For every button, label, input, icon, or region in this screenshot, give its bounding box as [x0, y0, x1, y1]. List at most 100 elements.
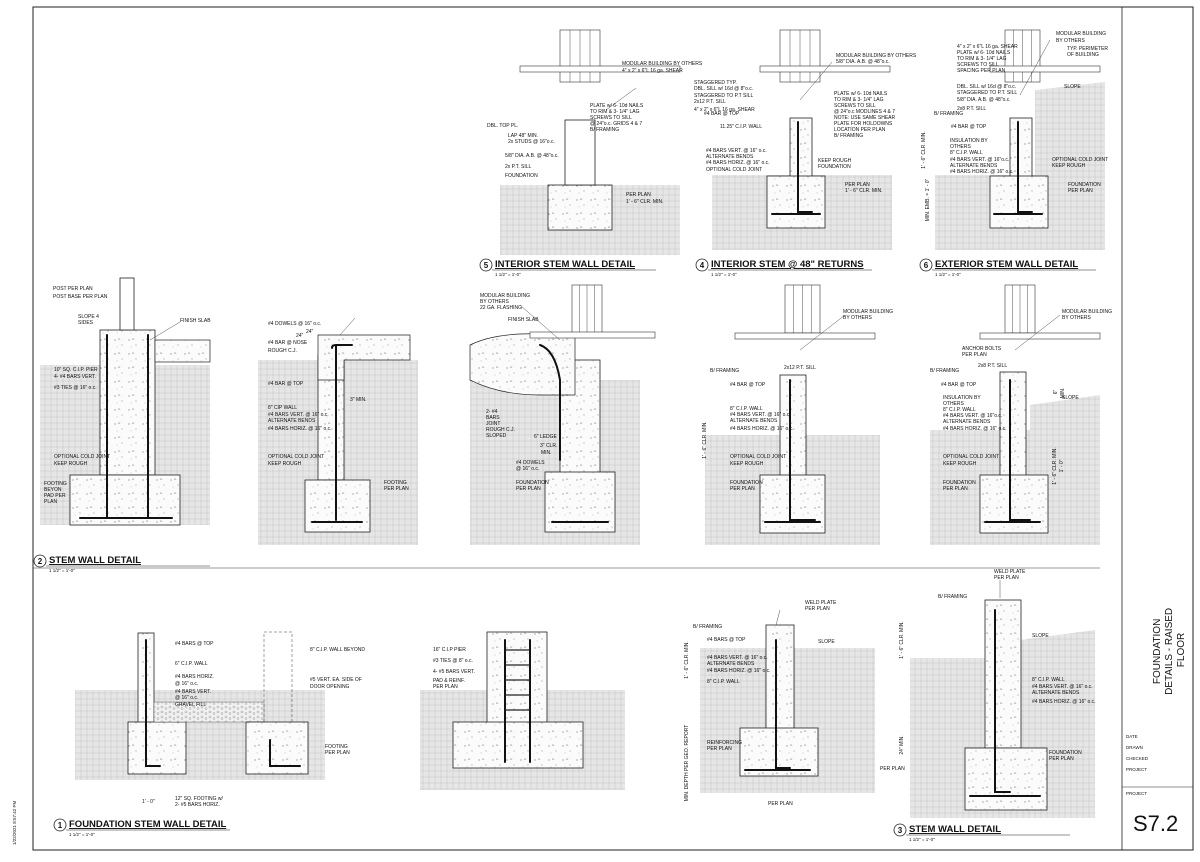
callout-label: PER PLAN — [1049, 756, 1074, 762]
rebar — [145, 639, 161, 767]
callout-label: PER PLAN — [325, 750, 350, 756]
callout-label: #5 VERT. EA. SIDE OF — [310, 677, 362, 683]
callout-label: @ 24"o.c MODLINES 4 & 7 — [834, 109, 895, 115]
sheet-title-line-2: DETAILS - RAISED — [1164, 608, 1175, 695]
callout-label: #4 BARS VERT. — [175, 689, 211, 695]
callout-label: PER PLAN — [768, 801, 793, 807]
detail-scale: 1 1/2" = 1'-0" — [711, 272, 737, 277]
callout-label: 2x12 P.T. SILL — [784, 365, 816, 371]
rebar — [789, 379, 816, 521]
callout-label: #4 BARS VERT. @ 16" o.c. — [1032, 684, 1093, 690]
floor-framing — [734, 332, 876, 340]
callout-label: LAP 48" MIN. — [508, 133, 538, 139]
callout-label: 24" — [306, 329, 314, 335]
callout-label: 5/8" DIA. A.B. @ 48"o.c. — [505, 153, 559, 159]
callout-label: 8" C.I.P. WALL — [707, 679, 740, 685]
callout-label: FOUNDATION — [505, 173, 538, 179]
tb-field-date: DATE — [1126, 734, 1138, 739]
callout-label: #4 BARS HORIZ. @ 16" o.c. — [943, 426, 1007, 432]
callout-label: WELD PLATE — [994, 569, 1026, 575]
callout-label: KEEP ROUGH — [943, 461, 977, 467]
callout-label: KEEP ROUGH — [730, 461, 764, 467]
callout-label: ALTERNATE BENDS — [730, 418, 778, 424]
callout-label: 4" x 2" x 6"L 16 ga. SHEAR — [622, 68, 683, 74]
callout-label: 6" — [1053, 390, 1059, 395]
callout-label: DBL. SILL w/ 16d @ 8"o.c. — [694, 86, 753, 92]
callout-label: 1' - 6" CLR. MIN. — [702, 421, 708, 458]
callout-label: PER PLAN — [994, 575, 1019, 581]
callout-label: PER PLAN — [626, 192, 651, 198]
leader-line — [1014, 314, 1061, 351]
callout-label: OTHERS — [943, 401, 965, 407]
callout-label: 4- #5 BARS VERT. — [433, 669, 475, 675]
leader-line — [519, 304, 561, 341]
callout-label: BY OTHERS — [1062, 315, 1091, 321]
callout-label: LOCATION PER PLAN — [834, 127, 886, 133]
detail-scale: 1 1/2" = 1'-0" — [69, 832, 95, 837]
callout-label: #4 BAR @ TOP — [268, 381, 304, 387]
callout-label: OPTIONAL COLD JOINT — [943, 454, 999, 460]
detail-scale: 1 1/2" = 1'-0" — [49, 568, 75, 573]
gravel-fill — [153, 701, 265, 723]
callout-label: #4 BARS HORIZ. @ 16" o.c. — [730, 426, 794, 432]
detail-number-bubble — [893, 823, 907, 837]
concrete-section — [99, 329, 156, 476]
callout-label: @ 24"o.c. GRIDS 4 & 7 — [590, 121, 642, 127]
callout-label: B/ FRAMING — [938, 594, 967, 600]
detail-number-bubble — [695, 258, 709, 272]
callout-label: 2x P.T. SILL — [505, 164, 532, 170]
callout-label: #4 BARS HORIZ. @ 16" o.c. — [1032, 699, 1096, 705]
callout-label: 1' - 6" CLR. MIN. — [684, 641, 690, 678]
callout-label: MODULAR BUILDING BY OTHERS — [836, 53, 917, 59]
callout-label: PER PLAN — [707, 746, 732, 752]
title-block: FOUNDATION DETAILS - RAISED FLOOR DATE D… — [12, 608, 1193, 845]
concrete-section — [452, 721, 584, 769]
callout-label: FOUNDATION — [818, 164, 851, 170]
callout-label: 8" CIP WALL — [268, 405, 297, 411]
callout-label: 1' - 0" — [142, 799, 155, 805]
callout-label: KEEP ROUGH — [54, 461, 88, 467]
callout-label: KEEP ROUGH — [268, 461, 302, 467]
plot-stamp: 1/22/2021 8:57:42 PM — [12, 800, 17, 845]
callout-label: MODULAR BUILDING — [480, 293, 530, 299]
callout-label: 2x8 P.T. SILL — [978, 363, 1007, 369]
callout-label: PER PLAN — [943, 486, 968, 492]
callout-label: OPTIONAL COLD JOINT — [268, 454, 324, 460]
callout-label: 24" MIN. — [899, 735, 905, 754]
finish-slab — [154, 339, 211, 363]
callout-label: SCREWS TO SILL — [834, 103, 876, 109]
rebar — [1009, 379, 1031, 521]
callout-label: ALTERNATE BENDS — [1032, 690, 1080, 696]
rebar — [797, 121, 813, 213]
callout-label: 12" SQ. FOOTING w/ — [175, 796, 224, 802]
callout-label: MIN. DEPTH PER GEO. REPORT — [684, 725, 690, 802]
callout-label: ROUGH C.J. — [486, 427, 515, 433]
callout-label: #4 BARS HORIZ. — [175, 674, 214, 680]
callout-label: #4 BAR @ TOP — [951, 124, 987, 130]
callout-label: PER PLAN — [962, 352, 987, 358]
callout-label: 2- #4 — [486, 409, 498, 415]
callout-label: ANCHOR BOLTS — [962, 346, 1002, 352]
callout-label: KEEP ROUGH — [818, 158, 852, 164]
callout-label: PER PLAN — [730, 486, 755, 492]
soil-hatch — [1020, 630, 1095, 660]
callout-label: INSULATION BY — [950, 138, 988, 144]
callout-label: BY OTHERS — [480, 299, 509, 305]
callout-label: ALTERNATE BENDS — [706, 154, 754, 160]
callout-label: MIN. EMB. = 1' - 0" — [925, 178, 931, 221]
concrete-section — [765, 624, 795, 731]
callout-label: FOOTING — [384, 480, 407, 486]
stud-wall — [564, 119, 596, 186]
callout-label: SLOPED — [486, 433, 507, 439]
soil-hatch — [1035, 82, 1105, 176]
leader-line — [605, 87, 637, 111]
callout-label: #3 TIES @ 16" o.c. — [54, 385, 97, 391]
callout-label: STAGGERED TO P.T. SILL — [957, 90, 1017, 96]
drawing-linework — [40, 29, 1105, 818]
callout-label: ALTERNATE BENDS — [943, 419, 991, 425]
callout-label: 6" C.I.P. WALL — [175, 661, 208, 667]
detail-number: 5 — [484, 261, 489, 270]
